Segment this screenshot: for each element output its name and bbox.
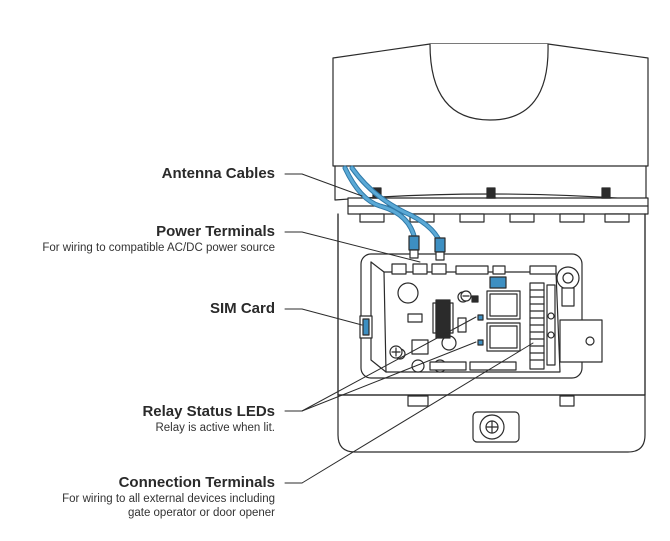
callout-title: Antenna Cables [161,165,275,182]
hinge-screw-icon [371,187,612,199]
callout-antenna-cables: Antenna Cables [162,165,275,183]
connection-terminal-strip [529,282,545,370]
callout-sim-card: SIM Card [210,300,275,318]
callout-relay-status-leds: Relay Status LEDs Relay is active when l… [142,403,275,435]
circuit-board [359,261,580,373]
callout-title: SIM Card [209,300,275,317]
callout-leader-lines [284,173,534,484]
callout-subtitle: For wiring to all external devices inclu… [62,493,275,505]
power-terminal-connector-icon [408,235,446,261]
antenna-connector-icon [556,266,580,307]
enclosure-lid [332,43,649,201]
callout-title: Relay Status LEDs [142,403,275,420]
callout-subtitle: Relay is active when lit. [155,422,275,434]
sim-card-icon [359,315,373,339]
callout-title: Power Terminals [156,223,275,240]
enclosure-body [337,213,646,453]
callout-subtitle-line2: gate operator or door opener [127,507,275,519]
relay-icon [486,290,521,352]
callout-power-terminals: Power Terminals For wiring to compatible… [42,223,275,255]
callout-subtitle: For wiring to compatible AC/DC power sou… [42,242,275,254]
cable-gland-icon [472,411,520,443]
callout-title: Connection Terminals [118,474,275,491]
side-bracket [559,319,603,363]
led-icon [477,314,484,346]
callout-connection-terminals: Connection Terminals For wiring to all e… [62,474,275,520]
